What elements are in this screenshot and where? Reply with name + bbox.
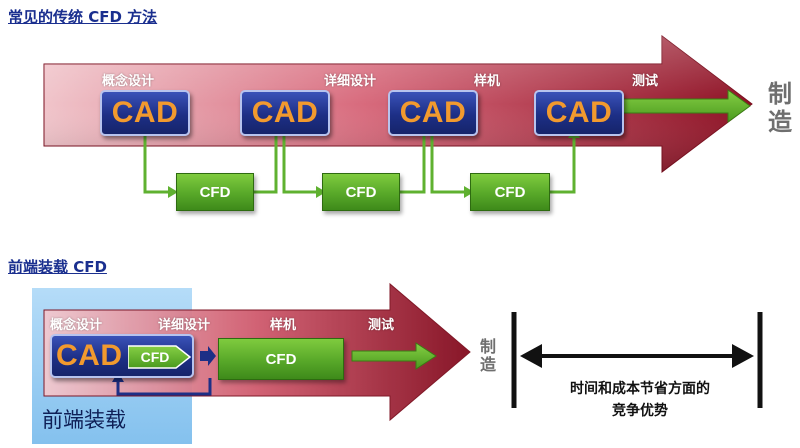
bottom-inner-cfd-label: CFD (140, 349, 170, 365)
top-phase-prototype: 样机 (474, 74, 501, 89)
bottom-cad-box: CAD (50, 334, 194, 378)
bottom-phase-detail: 详细设计 (158, 318, 211, 333)
bottom-manufacturing-label: 制造 (479, 337, 496, 374)
top-green-arrow-to-manufacturing (621, 89, 751, 123)
savings-note-line2: 竞争优势 (612, 403, 668, 419)
top-section-title: 常见的传统 CFD 方法 (8, 8, 158, 26)
front-loading-label: 前端装载 (42, 408, 126, 432)
bottom-cfd-box: CFD (218, 338, 344, 380)
top-manufacturing-label: 制造 (768, 80, 792, 136)
top-cfd-box-1: CFD (176, 173, 254, 211)
top-cfd-box-2: CFD (322, 173, 400, 211)
top-phase-detail: 详细设计 (324, 74, 377, 89)
small-blue-arrow (200, 346, 216, 366)
top-phase-test: 测试 (632, 74, 659, 89)
top-cad-box-concept: CAD (100, 90, 190, 136)
bottom-section-title: 前端装载 CFD (8, 258, 107, 276)
bottom-phase-test: 测试 (368, 318, 395, 333)
bottom-cad-label: CAD (56, 339, 123, 372)
savings-range-arrowheads (520, 344, 754, 368)
top-cad-box-test: CAD (534, 90, 624, 136)
savings-range-bracket (511, 312, 763, 408)
bottom-phase-concept: 概念设计 (50, 318, 103, 333)
bottom-green-arrow (351, 342, 437, 370)
top-cfd-box-3: CFD (470, 173, 550, 211)
savings-note-line1: 时间和成本节省方面的 (570, 381, 710, 397)
savings-note: 时间和成本节省方面的 竞争优势 (530, 378, 750, 422)
bottom-phase-prototype: 样机 (270, 318, 297, 333)
top-cad-box-prototype: CAD (388, 90, 478, 136)
top-phase-concept: 概念设计 (102, 74, 155, 89)
top-connectors (143, 128, 576, 194)
top-cad-box-detail: CAD (240, 90, 330, 136)
inner-cfd-arrow-shape (127, 345, 192, 369)
bottom-inner-cfd-arrow (127, 344, 192, 370)
bottom-loopback-arrow (116, 378, 212, 396)
